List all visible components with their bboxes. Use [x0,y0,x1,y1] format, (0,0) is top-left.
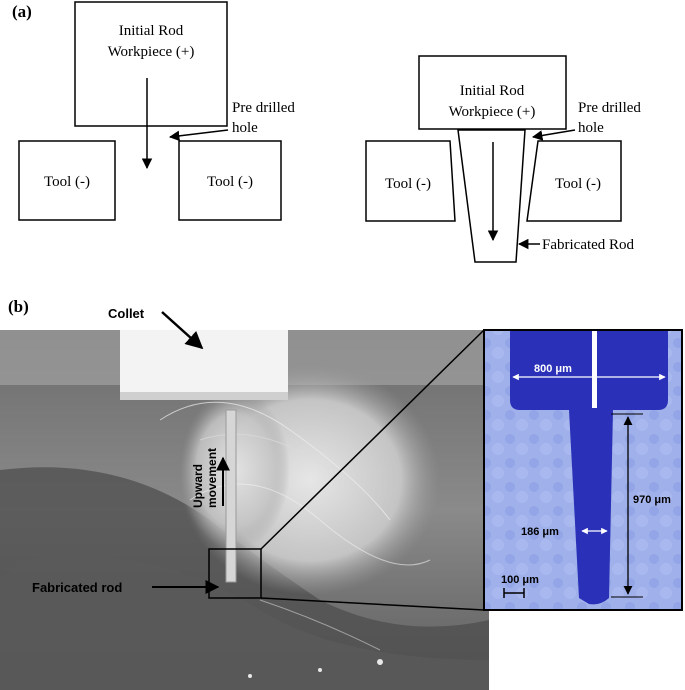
fabricated-rod-shape [457,129,526,263]
workpiece-label-right-1: Initial Rod [460,83,525,99]
workpiece-box-right [418,55,567,130]
tool-box-left-right [178,140,282,221]
inset-reflection [592,330,597,408]
schematic-right: Initial Rod Workpiece (+) Tool (-) Tool … [365,55,641,263]
micrograph-inset: 800 μm 970 μm 186 μm 100 μm [483,329,683,611]
tool-label-left-right: Tool (-) [207,174,253,190]
tool-label-right-right: Tool (-) [555,176,601,192]
width-top-label: 800 μm [534,363,572,375]
inset-border [483,329,683,611]
width-rod-label: 186 μm [521,526,559,538]
hole-arrow-left [168,129,229,142]
inset-head [510,330,668,410]
collet-shape [120,330,288,398]
tool-box-right-right [526,140,622,222]
workpiece-label-left-1: Initial Rod [119,23,184,39]
workpiece-label-right-2: Workpiece (+) [449,104,536,120]
collet-label: Collet [108,306,145,321]
tool-label-right-left: Tool (-) [385,176,431,192]
workpiece-box-left [74,1,228,127]
panel-b-label: (b) [8,297,29,316]
rod-in-photo [225,409,237,583]
tool-box-right-left [365,140,456,222]
tool-label-left-left: Tool (-) [44,174,90,190]
tool-box-left-left [18,140,116,221]
hole-label-left-1: Pre drilled [232,100,295,116]
schematic-left: Initial Rod Workpiece (+) Tool (-) Tool … [18,1,295,221]
fabricated-label: Fabricated Rod [542,237,635,253]
length-label: 970 μm [633,494,671,506]
upward-label-2: movement [205,448,219,508]
inset-rod [569,410,613,605]
machining-photo [0,330,489,690]
zoom-line-bottom [260,597,485,611]
hole-label-right-2: hole [578,120,604,136]
hole-label-right-1: Pre drilled [578,100,641,116]
fabricated-rod-label: Fabricated rod [32,580,122,595]
panel-a-label: (a) [12,2,32,21]
scale-label: 100 μm [501,574,539,586]
collet-arrow [161,311,204,350]
zoom-box [208,548,262,599]
hole-label-left-2: hole [232,120,258,136]
zoom-line-top [260,329,485,550]
workpiece-label-left-2: Workpiece (+) [108,44,195,60]
upward-label-1: Upward [191,464,205,508]
hole-arrow-right [531,129,576,141]
